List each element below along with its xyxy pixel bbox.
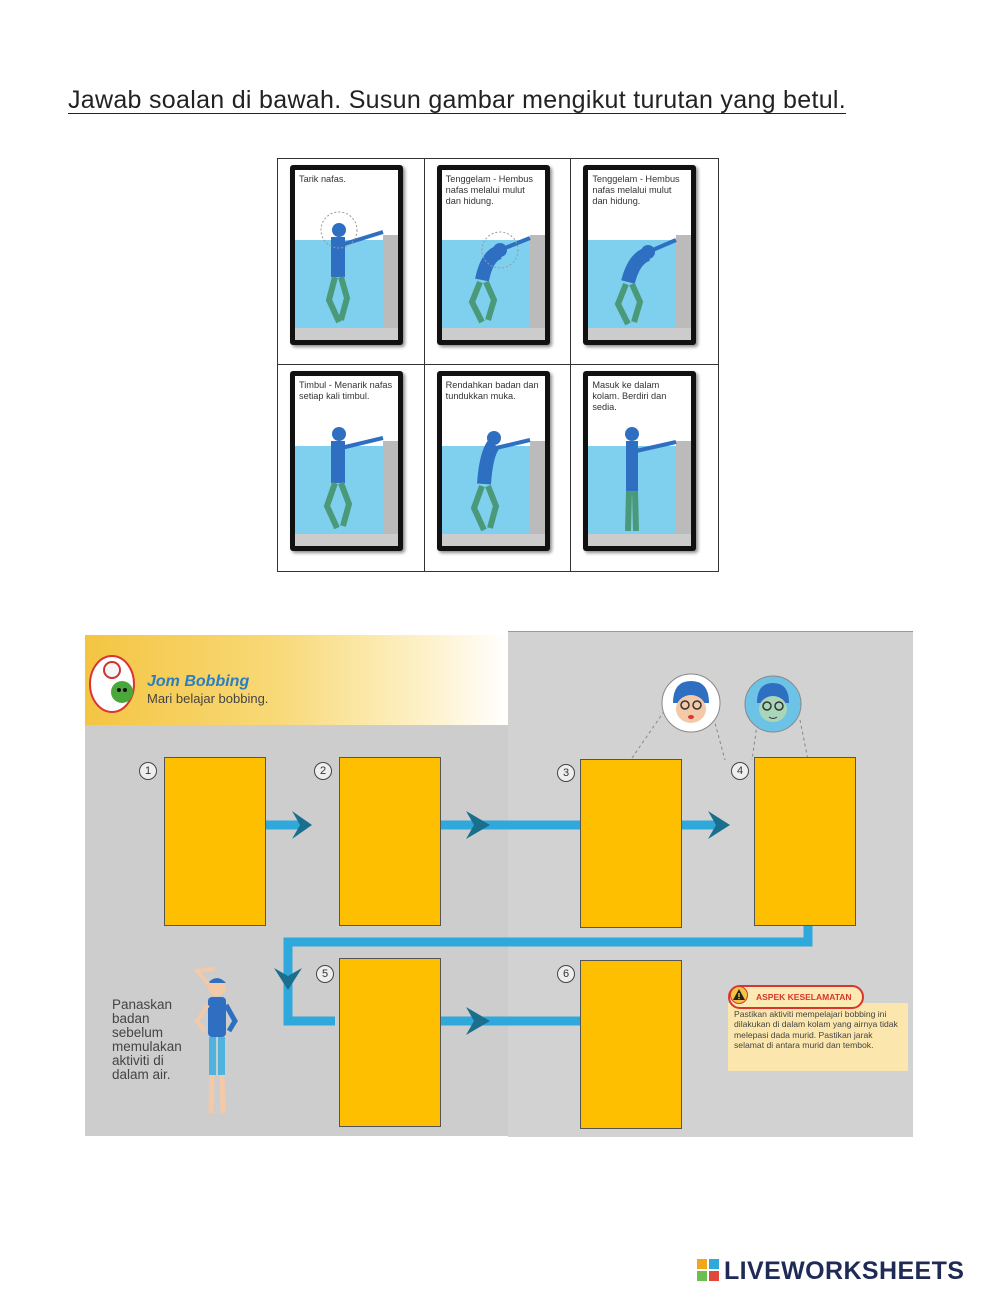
safety-note-body: Pastikan aktiviti mempelajari bobbing in… bbox=[728, 1003, 908, 1071]
card-caption: Rendahkan badan dan tundukkan muka. bbox=[445, 380, 539, 401]
card-caption: Tenggelam - Hembus nafas melalui mulut d… bbox=[445, 174, 533, 206]
card-cell: Timbul - Menarik nafas setiap kali timbu… bbox=[278, 365, 425, 571]
answer-drop-box-2[interactable] bbox=[339, 757, 441, 926]
swimmer-illustration bbox=[441, 431, 545, 546]
card-caption: Tenggelam - Hembus nafas melalui mulut d… bbox=[592, 174, 680, 206]
picture-card[interactable]: Tenggelam - Hembus nafas melalui mulut d… bbox=[436, 165, 550, 345]
picture-card[interactable]: Masuk ke dalam kolam. Berdiri dan sedia. bbox=[583, 371, 697, 551]
swimmer-illustration bbox=[295, 427, 398, 546]
card-caption: Tarik nafas. bbox=[299, 174, 346, 184]
face-exhale-underwater-icon bbox=[744, 675, 802, 733]
swimmer-illustration bbox=[441, 231, 545, 340]
card-caption: Timbul - Menarik nafas setiap kali timbu… bbox=[299, 380, 393, 401]
picture-card[interactable]: Rendahkan badan dan tundukkan muka. bbox=[436, 371, 550, 551]
card-cell: Tarik nafas. bbox=[278, 159, 425, 365]
liveworksheets-logo-icon bbox=[697, 1259, 719, 1281]
swimmer-illustration bbox=[588, 427, 692, 546]
card-cell: Tenggelam - Hembus nafas melalui mulut d… bbox=[571, 159, 718, 365]
answer-drop-box-4[interactable] bbox=[754, 757, 856, 926]
swimmer-illustration bbox=[588, 235, 692, 340]
step-number: 1 bbox=[139, 762, 157, 780]
face-inhale-icon bbox=[661, 673, 721, 733]
step-number: 6 bbox=[557, 965, 575, 983]
step-number: 2 bbox=[314, 762, 332, 780]
bobbing-header bbox=[85, 635, 508, 725]
picture-card[interactable]: Tarik nafas. bbox=[290, 165, 403, 345]
picture-card[interactable]: Timbul - Menarik nafas setiap kali timbu… bbox=[290, 371, 403, 551]
swimmer-illustration bbox=[295, 211, 398, 340]
step-number: 3 bbox=[557, 764, 575, 782]
step-number: 5 bbox=[316, 965, 334, 983]
card-cell: Tenggelam - Hembus nafas melalui mulut d… bbox=[424, 159, 572, 365]
brand-name: LIVEWORKSHEETS bbox=[724, 1257, 965, 1285]
answer-drop-box-5[interactable] bbox=[339, 958, 441, 1127]
answer-drop-box-6[interactable] bbox=[580, 960, 682, 1129]
warmup-figure-icon bbox=[193, 967, 238, 1114]
answer-drop-box-3[interactable] bbox=[580, 759, 682, 928]
safety-badge: ASPEK KESELAMATAN bbox=[728, 985, 864, 1009]
card-cell: Masuk ke dalam kolam. Berdiri dan sedia. bbox=[571, 365, 718, 571]
mascot-icon bbox=[89, 655, 135, 713]
warmup-text: Panaskan badan sebelum memulakan aktivit… bbox=[112, 997, 182, 1082]
section-subtitle: Mari belajar bobbing. bbox=[147, 691, 269, 706]
card-caption: Masuk ke dalam kolam. Berdiri dan sedia. bbox=[592, 380, 667, 412]
warning-icon bbox=[730, 986, 748, 1004]
picture-card[interactable]: Tenggelam - Hembus nafas melalui mulut d… bbox=[583, 165, 697, 345]
answer-drop-box-1[interactable] bbox=[164, 757, 266, 926]
step-number: 4 bbox=[731, 762, 749, 780]
section-title: Jom Bobbing bbox=[147, 673, 250, 690]
picture-card-grid: Tarik nafas. Tenggelam - Hembus nafas me… bbox=[277, 158, 719, 572]
card-cell: Rendahkan badan dan tundukkan muka. bbox=[425, 365, 572, 571]
page-title: Jawab soalan di bawah. Susun gambar meng… bbox=[68, 86, 847, 114]
